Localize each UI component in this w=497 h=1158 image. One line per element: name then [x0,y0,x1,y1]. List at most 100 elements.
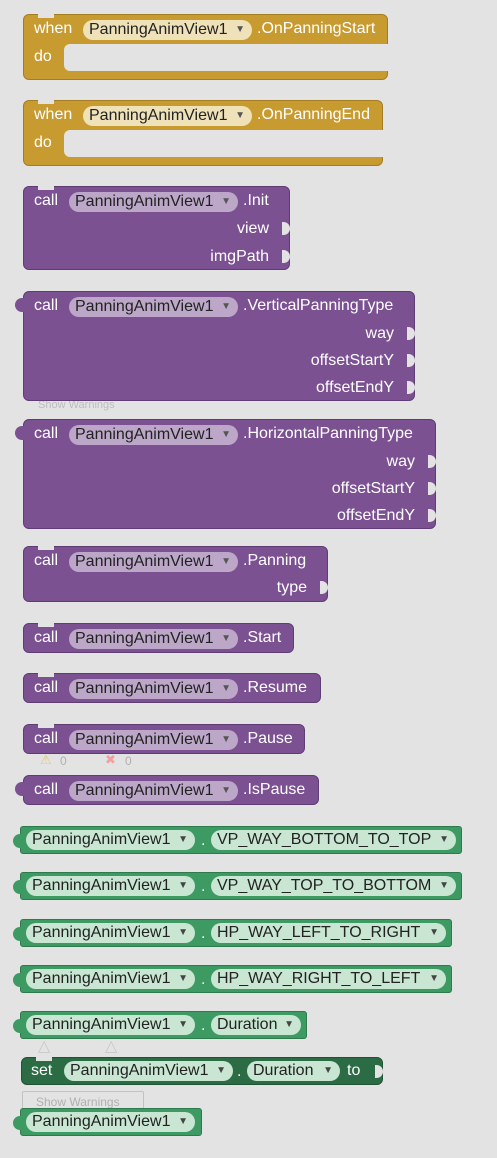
call-keyword: call [34,781,59,798]
call-block-resume[interactable]: call PanningAnimView1▼ .Resume [23,673,321,703]
chevron-down-icon: ▼ [221,429,231,440]
call-block-pause[interactable]: call PanningAnimView1▼ .Pause [23,724,305,754]
chevron-down-icon: ▼ [235,24,245,35]
constant-dropdown[interactable]: VP_WAY_BOTTOM_TO_TOP▼ [211,830,456,850]
chevron-down-icon: ▼ [216,1065,226,1076]
param-socket[interactable] [282,222,290,235]
constant-name: VP_WAY_BOTTOM_TO_TOP [217,831,432,848]
component-dropdown[interactable]: PanningAnimView1▼ [69,679,238,699]
param-socket[interactable] [320,581,328,594]
param-socket[interactable] [282,250,290,263]
param-socket[interactable] [428,509,436,522]
value-socket[interactable] [375,1065,383,1078]
component-dropdown[interactable]: PanningAnimView1▼ [26,923,195,943]
property-name: Duration [217,1016,278,1033]
warning-icon: ⚠ [40,752,52,767]
component-dropdown[interactable]: PanningAnimView1▼ [26,830,195,850]
component-dropdown[interactable]: PanningAnimView1 ▼ [69,552,238,572]
component-dropdown[interactable]: PanningAnimView1▼ [26,1112,195,1132]
component-dropdown[interactable]: PanningAnimView1▼ [69,192,238,212]
component-dropdown[interactable]: PanningAnimView1▼ [69,425,238,445]
chevron-down-icon: ▼ [221,556,231,567]
dot-separator: . [201,925,206,942]
output-plug [13,1116,22,1130]
dot-separator: . [201,832,206,849]
param-socket[interactable] [407,327,415,340]
chevron-down-icon: ▼ [323,1065,333,1076]
call-keyword: call [34,629,59,646]
constant-name: VP_WAY_TOP_TO_BOTTOM [217,877,432,894]
constant-block[interactable]: PanningAnimView1▼ . HP_WAY_LEFT_TO_RIGHT… [13,919,452,947]
component-block[interactable]: PanningAnimView1▼ [13,1108,202,1136]
call-block-panning[interactable]: call PanningAnimView1▼ .Panning type [23,546,328,602]
chevron-down-icon: ▼ [178,880,188,891]
component-dropdown[interactable]: PanningAnimView1▼ [26,876,195,896]
constant-dropdown[interactable]: HP_WAY_LEFT_TO_RIGHT▼ [211,923,446,943]
call-keyword: call [34,679,59,696]
chevron-down-icon: ▼ [221,301,231,312]
constant-block[interactable]: PanningAnimView1▼ . VP_WAY_BOTTOM_TO_TOP… [13,826,462,854]
property-dropdown[interactable]: Duration▼ [211,1015,301,1035]
method-name: .VerticalPanningType [243,297,394,314]
param-socket[interactable] [407,381,415,394]
output-plug [13,834,22,848]
warning-count: 0 [60,754,67,768]
component-dropdown[interactable]: PanningAnimView1▼ [69,629,238,649]
component-dropdown[interactable]: PanningAnimView1▼ [69,781,238,801]
call-block-start[interactable]: call PanningAnimView1▼ .Start [23,623,294,653]
property-setter-block[interactable]: set PanningAnimView1▼ . Duration▼ to [21,1057,383,1085]
param-label: type [276,579,307,596]
statement-slot[interactable] [64,130,384,157]
component-dropdown[interactable]: PanningAnimView1▼ [26,1015,195,1035]
when-keyword: when [34,106,73,123]
do-keyword: do [34,134,52,151]
call-block-vertical-panning-type[interactable]: call PanningAnimView1 ▼ .VerticalPanningT… [15,291,415,401]
param-socket[interactable] [428,482,436,495]
param-socket[interactable] [428,455,436,468]
error-count: 0 [125,754,132,768]
param-label: way [365,325,394,342]
event-name: .OnPanningStart [257,20,376,37]
set-keyword: set [31,1062,53,1079]
component-dropdown[interactable]: PanningAnimView1▼ [64,1061,233,1081]
method-name: .Init [243,192,269,209]
param-label: offsetStartY [331,480,415,497]
call-block-is-pause[interactable]: call PanningAnimView1▼ .IsPause [15,775,319,805]
component-dropdown[interactable]: PanningAnimView1▼ [26,969,195,989]
constant-name: HP_WAY_RIGHT_TO_LEFT [217,970,421,987]
param-socket[interactable] [407,354,415,367]
chevron-down-icon: ▼ [221,633,231,644]
dot-separator: . [201,971,206,988]
component-name: PanningAnimView1 [75,553,214,570]
component-name: PanningAnimView1 [75,298,214,315]
component-dropdown[interactable]: PanningAnimView1 ▼ [69,297,238,317]
dot-separator: . [237,1063,242,1080]
chevron-down-icon: ▼ [221,785,231,796]
param-label: offsetEndY [316,379,394,396]
output-plug [15,426,24,440]
event-block-on-panning-end[interactable]: when PanningAnimView1▼ .OnPanningEnd do [23,100,384,166]
call-block-horizontal-panning-type[interactable]: call PanningAnimView1▼ .HorizontalPannin… [15,419,436,529]
chevron-down-icon: ▼ [221,734,231,745]
component-name: PanningAnimView1 [89,21,228,38]
output-plug [13,880,22,894]
constant-dropdown[interactable]: HP_WAY_RIGHT_TO_LEFT▼ [211,969,446,989]
property-getter-block[interactable]: PanningAnimView1▼ . Duration▼ [13,1011,307,1039]
statement-slot[interactable] [64,44,389,71]
call-keyword: call [34,297,59,314]
call-keyword: call [34,425,59,442]
chevron-down-icon: ▼ [429,927,439,938]
component-dropdown[interactable]: PanningAnimView1▼ [83,106,252,126]
call-block-init[interactable]: call PanningAnimView1▼ .Init view imgPat… [23,186,290,270]
property-dropdown[interactable]: Duration ▼ [247,1061,340,1081]
component-dropdown[interactable]: PanningAnimView1▼ [69,730,238,750]
show-warnings-label: Show Warnings [36,1095,120,1109]
constant-block[interactable]: PanningAnimView1▼ . VP_WAY_TOP_TO_BOTTOM… [13,872,462,900]
component-dropdown[interactable]: PanningAnimView1 ▼ [83,20,252,40]
constant-dropdown[interactable]: VP_WAY_TOP_TO_BOTTOM▼ [211,876,456,896]
constant-block[interactable]: PanningAnimView1▼ . HP_WAY_RIGHT_TO_LEFT… [13,965,452,993]
chevron-down-icon: ▼ [235,110,245,121]
property-name: Duration [253,1062,314,1079]
event-block-on-panning-start[interactable]: when PanningAnimView1▼ .OnPanningStart d… [23,14,389,80]
when-keyword: when [34,20,73,37]
